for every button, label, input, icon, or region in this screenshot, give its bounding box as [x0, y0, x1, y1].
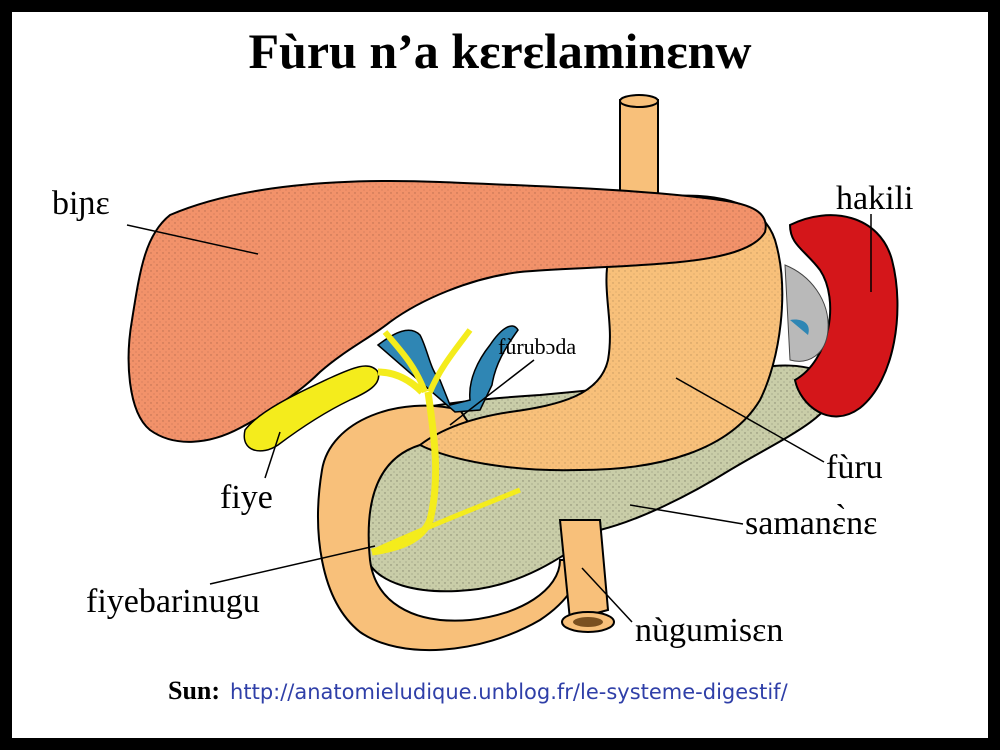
- label-stomach: fùru: [826, 449, 883, 486]
- esophagus: [619, 94, 659, 211]
- label-intestine: nùgumisɛn: [635, 612, 784, 649]
- leader-gallbladder: [264, 431, 281, 479]
- leader-bile-duct: [449, 359, 535, 426]
- label-pancreas: samanɛ̀nɛ: [745, 505, 878, 542]
- label-bile-duct: fùrubɔda: [498, 334, 577, 359]
- leader-liver: [126, 224, 259, 255]
- leader-pancreas: [629, 504, 744, 525]
- label-gallbladder: fiye: [220, 479, 273, 516]
- bile-ducts: [370, 328, 521, 556]
- spleen-shape: [784, 214, 899, 418]
- label-common-bile-duct: fiyebarinugu: [86, 583, 260, 620]
- liver-shape: [127, 179, 767, 443]
- label-spleen: hakili: [836, 180, 914, 217]
- leader-intestine: [581, 567, 633, 623]
- portal-vessels: [376, 325, 519, 413]
- leader-stomach: [675, 377, 825, 463]
- stomach-shape: [418, 194, 784, 472]
- label-liver: biɲɛ: [52, 185, 110, 222]
- diagram-title: Fùru n’a kɛrɛlaminɛnw: [248, 23, 752, 79]
- leader-common-bile-duct: [209, 545, 376, 585]
- intestine-tube: [558, 519, 615, 633]
- leader-lines: [126, 214, 872, 623]
- source-url-link[interactable]: http://anatomieludique.unblog.fr/le-syst…: [230, 680, 788, 704]
- source-credit: Sun: http://anatomieludique.unblog.fr/le…: [168, 676, 788, 706]
- source-label: Sun:: [168, 676, 221, 705]
